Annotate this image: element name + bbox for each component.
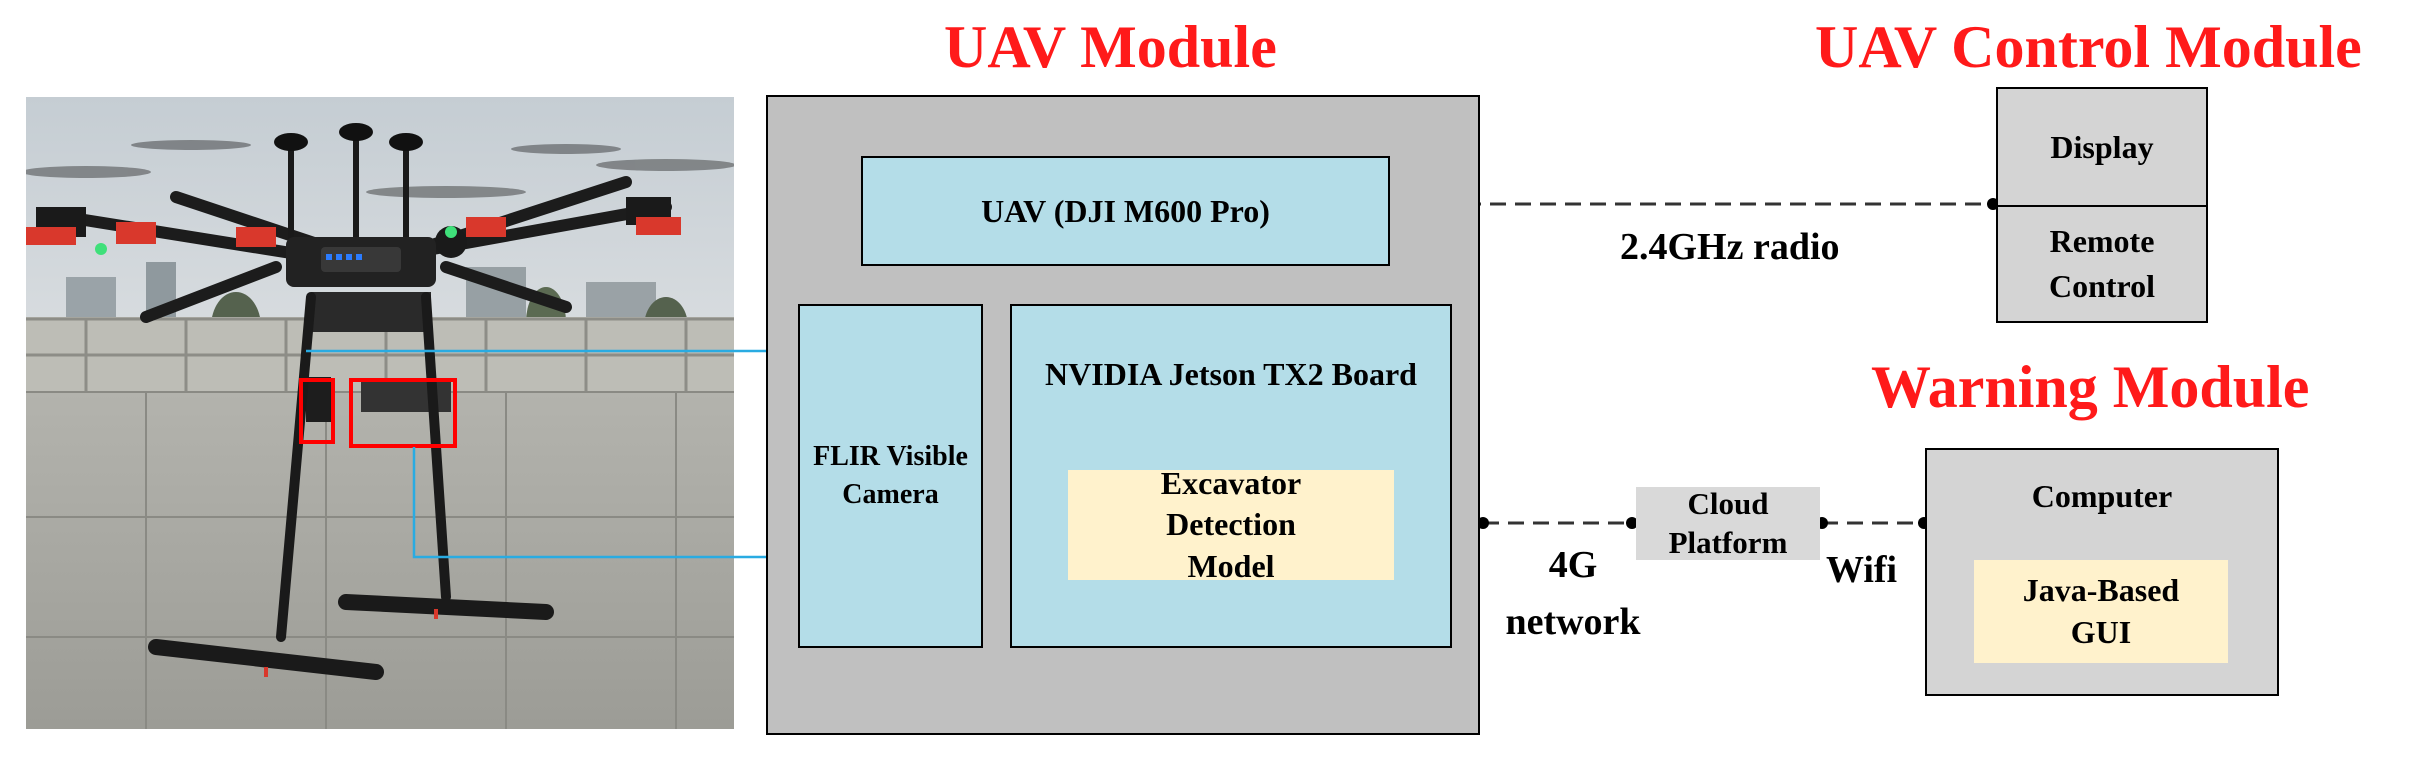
display-box: Display (1996, 87, 2208, 207)
board-highlight-box (349, 378, 457, 448)
network-link-text: 4G network (1505, 544, 1641, 643)
detection-model-box: Excavator Detection Model (1068, 465, 1394, 584)
warning-module-title: Warning Module (1871, 354, 2310, 420)
wifi-link-label: Wifi (1826, 549, 1898, 591)
camera-label: FLIR Visible Camera (813, 441, 968, 510)
computer-label: Computer (2031, 478, 2173, 514)
uav-control-module-title: UAV Control Module (1815, 14, 2362, 80)
remote-control-box: Remote Control (1996, 205, 2208, 323)
gui-box: Java-Based GUI (1974, 560, 2228, 663)
network-link-label: 4G network (1488, 537, 1658, 651)
board-label: NVIDIA Jetson TX2 Board (1045, 356, 1417, 392)
cloud-platform-box: Cloud Platform (1636, 485, 1820, 560)
gui-label: Java-Based GUI (2022, 571, 2180, 650)
detection-model-label: Excavator Detection Model (1160, 464, 1302, 584)
cloud-platform-label: Cloud Platform (1668, 485, 1788, 560)
drone-illustration (26, 97, 734, 729)
uav-module-title: UAV Module (944, 14, 1277, 80)
uav-box: UAV (DJI M600 Pro) (861, 156, 1390, 266)
drone-photo (26, 97, 734, 729)
radio-link-label: 2.4GHz radio (1620, 226, 1840, 268)
remote-control-label: Remote Control (2048, 223, 2156, 304)
camera-highlight-box (299, 378, 335, 444)
camera-box: FLIR Visible Camera (798, 304, 983, 648)
